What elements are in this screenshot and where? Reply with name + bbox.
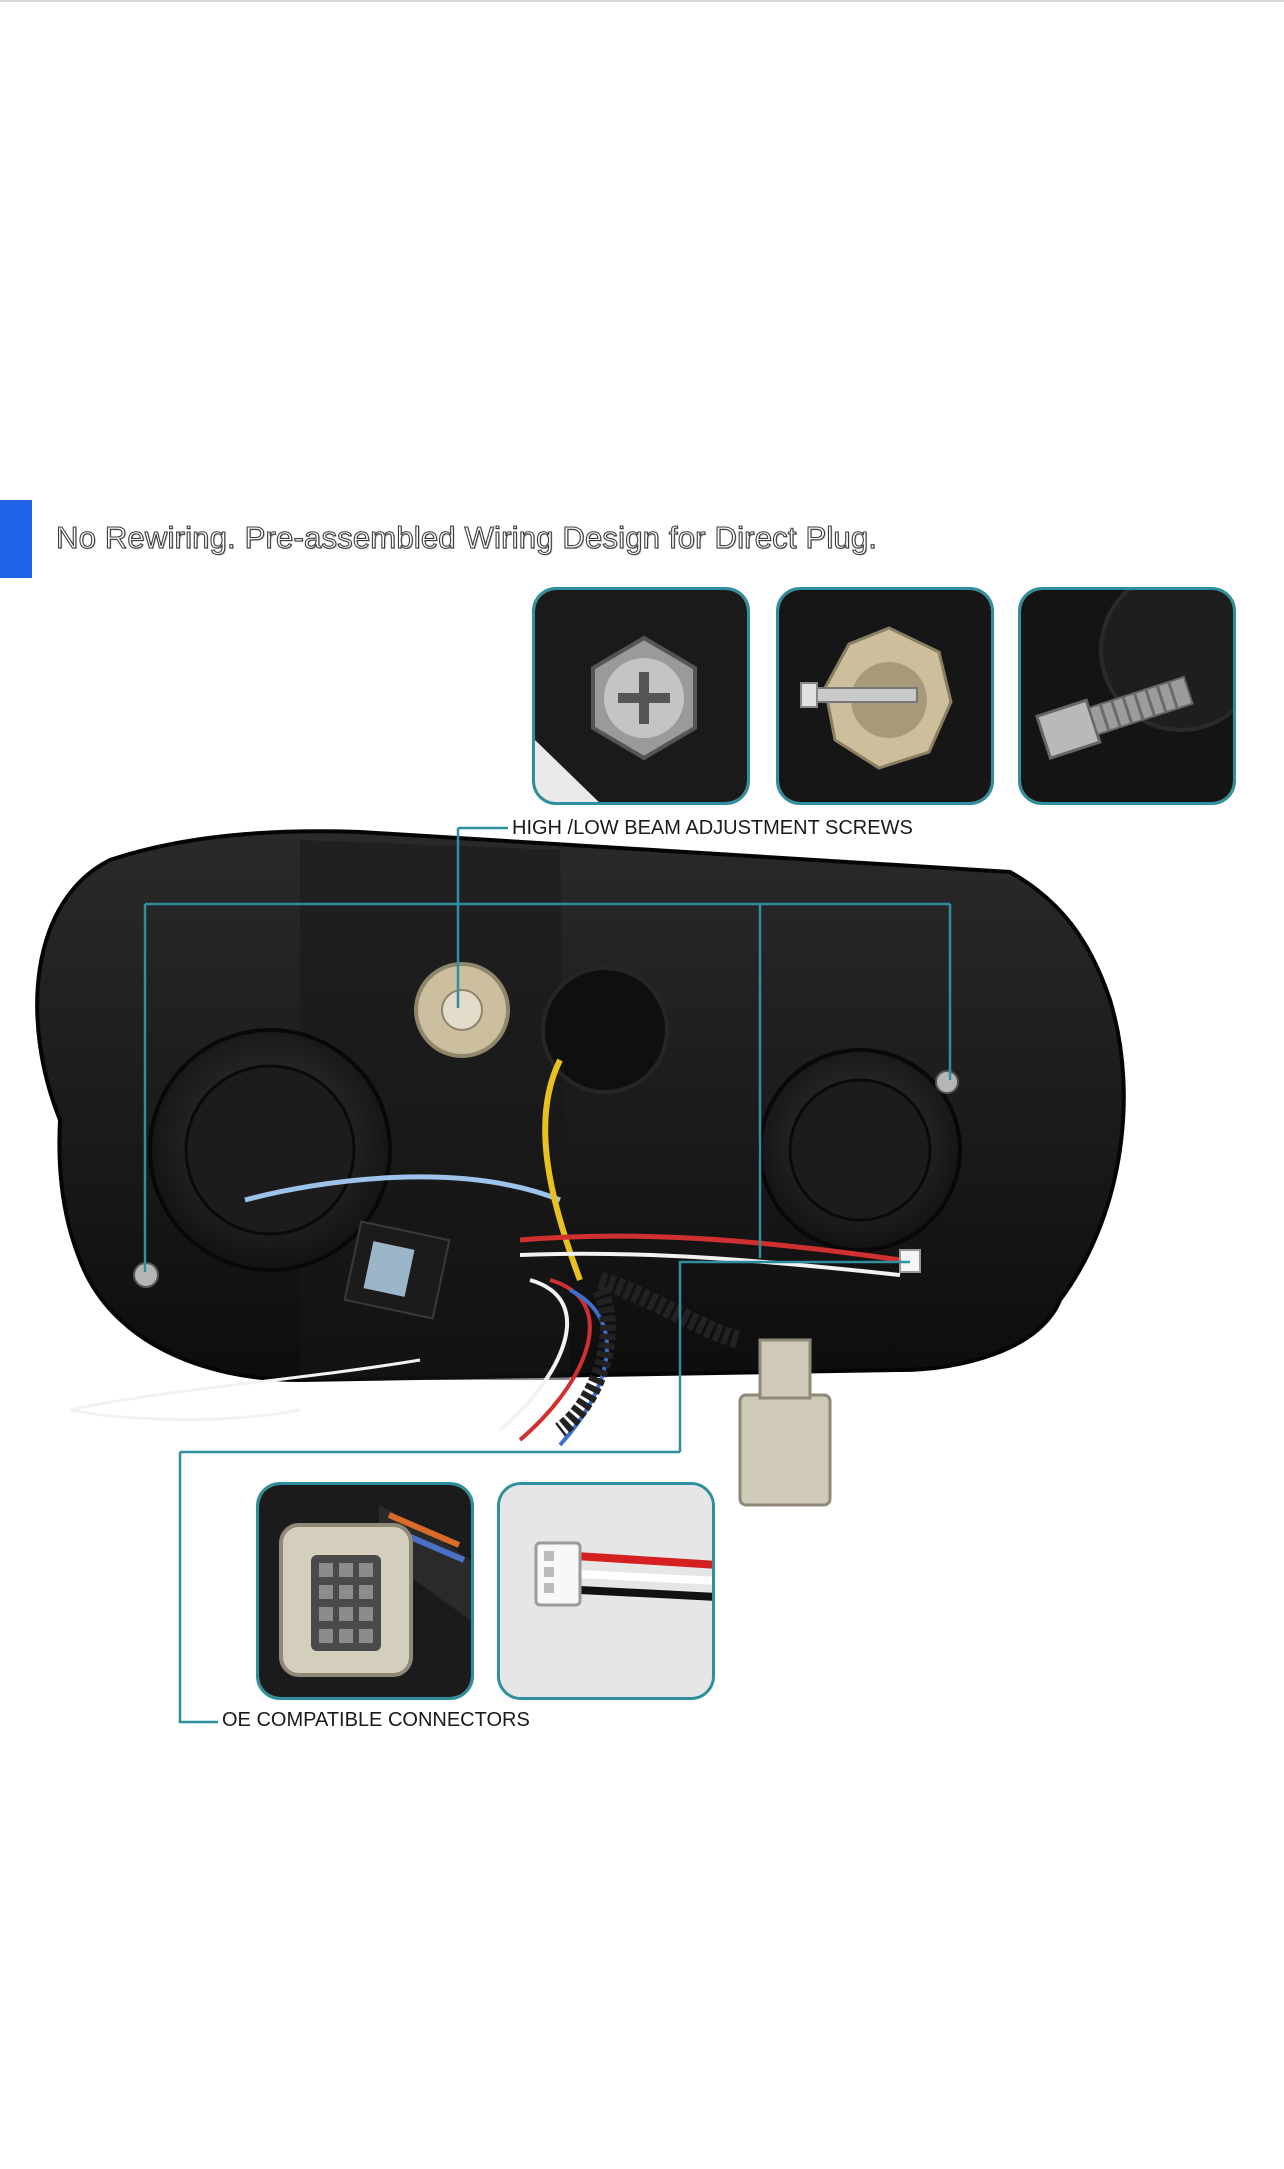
headlight-rear-illustration <box>35 826 1126 1724</box>
adjustment-screws-callout: HIGH /LOW BEAM ADJUSTMENT SCREWS <box>512 817 913 839</box>
top-divider <box>0 0 1284 2</box>
inset-threaded-bolt <box>1018 587 1236 805</box>
threaded-bolt-icon <box>1034 675 1194 761</box>
accent-bar <box>0 500 32 578</box>
inset-three-pin-connector <box>497 1482 715 1700</box>
three-pin-plug-icon <box>534 1541 582 1607</box>
main-connector <box>738 1393 832 1507</box>
inset-screw-head <box>532 587 750 805</box>
screw-right <box>935 1070 959 1094</box>
inset-adjuster-socket <box>776 587 994 805</box>
feature-headline: No Rewiring. Pre-assembled Wiring Design… <box>55 519 878 555</box>
inset-multipin-connector <box>256 1482 474 1700</box>
connectors-callout: OE COMPATIBLE CONNECTORS <box>222 1709 530 1731</box>
